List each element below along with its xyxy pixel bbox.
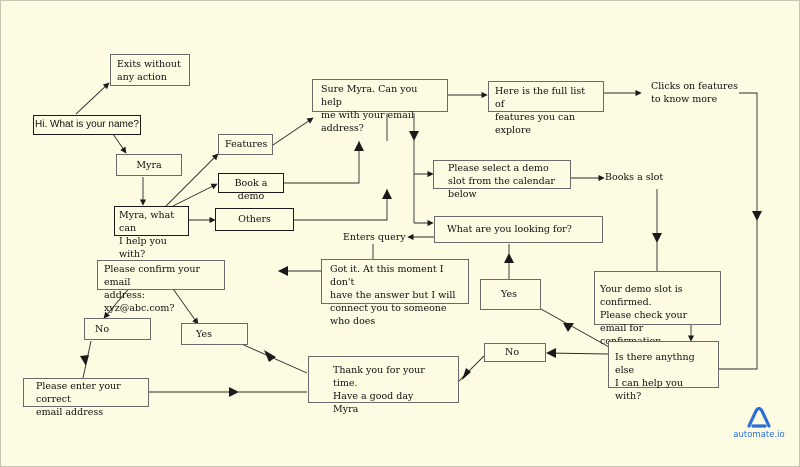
option-features-node: Features: [218, 134, 273, 155]
automate-io-wordmark: automate.io: [733, 430, 785, 440]
edge-confirm-to-no: [103, 285, 132, 319]
edge-help-to-features: [165, 153, 219, 207]
arrowhead-branch-down: [409, 131, 419, 141]
edge-confirm-to-yes: [170, 285, 199, 325]
yes-option-right-node: Yes: [480, 279, 541, 310]
ask-email-node: Sure Myra. Can you help me with your ema…: [312, 79, 448, 134]
ask-name-node: Hi. What is your name?: [33, 115, 141, 135]
enter-correct-email-node: Please enter your correct email address: [23, 378, 149, 418]
option-others-node: Others: [215, 208, 294, 231]
confirm-email-node: Please confirm your email address: xyz@a…: [97, 260, 225, 314]
arrowhead-anything-yes: [563, 323, 574, 332]
arrowhead-anything-no: [546, 348, 556, 358]
got-it-connect-node: Got it. At this moment I don't have the …: [321, 259, 469, 327]
edge-clicks-to-anything: [719, 92, 758, 370]
no-option-right-node: No: [484, 343, 546, 362]
arrowhead-yes-up: [504, 253, 514, 263]
user-name-myra-node: Myra: [116, 154, 182, 176]
edge-anything-to-no: [546, 352, 609, 355]
exits-without-action-node: Exits without any action: [110, 54, 190, 86]
feature-list-node: Here is the full list of features you ca…: [488, 81, 604, 136]
enters-query-label: Enters query: [343, 232, 406, 243]
arrowhead-book-up: [354, 141, 364, 151]
arrowhead-books-down: [652, 233, 662, 243]
arrowhead-others-up: [382, 189, 392, 199]
automate-io-logo: automate.io: [729, 407, 789, 440]
anything-else-node: Is there anythng else I can help you wit…: [608, 341, 719, 402]
arrowhead-no-thanks: [462, 368, 471, 380]
edge-hi-to-exits: [75, 82, 110, 115]
no-option-left-node: No: [84, 318, 151, 340]
edge-no-to-thanks: [458, 355, 485, 382]
option-book-demo-node: Book a demo: [218, 173, 284, 202]
thank-you-node: Thank you for your time. Have a good day…: [308, 356, 459, 415]
what-can-i-help-node: Myra, what can I help you with?: [114, 206, 189, 260]
edge-book-to-email: [284, 141, 360, 184]
books-a-slot-label: Books a slot: [605, 172, 664, 183]
automate-io-logo-icon: [747, 407, 771, 428]
yes-option-left-node: Yes: [181, 323, 248, 345]
select-demo-slot-node: Please select a demo slot from the calen…: [433, 160, 571, 200]
edge-anything-to-yes: [540, 308, 610, 348]
clicks-on-features-label: Clicks on features to know more: [651, 81, 738, 105]
edge-others-to-email: [294, 189, 388, 221]
arrowhead-yes-thanks: [264, 350, 276, 362]
what-are-you-looking-for-node: What are you looking for?: [434, 216, 603, 243]
edge-hi-to-myra: [112, 133, 127, 154]
arrowhead-right-down: [752, 211, 762, 221]
arrowhead-no-down: [80, 355, 89, 366]
edge-help-to-book: [170, 183, 218, 208]
demo-slot-confirmed-node: Your demo slot is confirmed. Please chec…: [594, 271, 721, 347]
arrowhead-gotit-left: [278, 266, 288, 276]
arrowhead-correct-right: [229, 387, 239, 397]
edge-features-to-email: [272, 117, 314, 146]
